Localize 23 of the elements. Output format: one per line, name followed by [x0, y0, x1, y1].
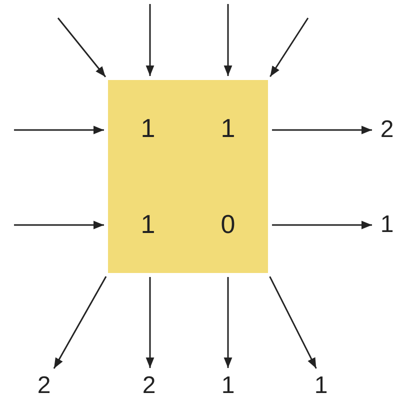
arrow [146, 277, 154, 368]
arrow [224, 277, 232, 368]
sum-value: 2 [376, 116, 398, 144]
sum-value: 2 [138, 372, 160, 400]
sum-value: 2 [33, 372, 55, 400]
arrow [270, 18, 309, 78]
arrow [14, 126, 104, 134]
cell-value: 0 [220, 209, 236, 239]
arrow [14, 220, 104, 230]
arrow [53, 276, 107, 369]
sum-value: 1 [217, 372, 239, 400]
arrow [269, 276, 317, 369]
sum-value: 1 [310, 372, 332, 400]
cell-value: 1 [140, 113, 156, 143]
cell-value: 1 [140, 209, 156, 239]
arrow [272, 220, 372, 230]
arrow [146, 4, 154, 76]
arrow [224, 4, 232, 76]
sum-value: 1 [376, 211, 398, 239]
arrow [272, 126, 372, 134]
cell-value: 1 [220, 113, 236, 143]
arrow [57, 18, 106, 78]
matrix-square [108, 80, 268, 273]
